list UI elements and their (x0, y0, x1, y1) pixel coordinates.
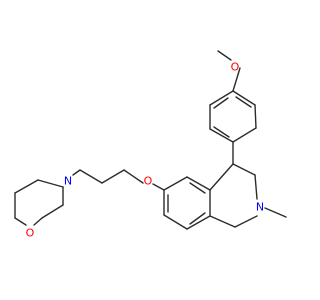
bond-line (232, 67, 241, 92)
bond-line (14, 179, 39, 194)
bond-line (101, 169, 125, 184)
bond-line (152, 183, 165, 191)
bond-line (213, 97, 229, 109)
bond-line (209, 163, 234, 191)
bond-line (235, 96, 252, 108)
bond-line (264, 207, 287, 218)
bond-lines (14, 50, 287, 230)
ring-nitrogen-label: N (256, 201, 264, 214)
chemical-structure-diagram: O O N N O (14, 50, 287, 240)
bond-line (186, 176, 211, 191)
methoxy-oxygen-label: O (231, 61, 240, 74)
bond-line (213, 126, 230, 138)
bond-line (234, 215, 258, 228)
bond-line (209, 128, 234, 143)
bond-line (186, 215, 211, 230)
morpholine-oxygen-label: O (26, 227, 35, 240)
bond-line (14, 217, 27, 226)
bond-line (232, 90, 256, 106)
bond-line (217, 50, 232, 61)
bond-line (254, 104, 257, 129)
bond-line (232, 127, 257, 143)
bond-line (189, 182, 206, 194)
bond-line (254, 174, 258, 200)
ether-oxygen-label: O (144, 175, 153, 188)
morpholine-nitrogen-label: N (64, 175, 72, 188)
bond-line (72, 169, 81, 176)
bond-line (79, 169, 103, 184)
bond-line (209, 215, 236, 228)
bond-line (37, 179, 64, 188)
bond-line (123, 169, 144, 184)
bond-line (189, 212, 206, 225)
bond-line (163, 176, 188, 191)
bond-line (41, 204, 64, 219)
bond-line (209, 90, 234, 106)
bond-line (163, 214, 188, 230)
bond-line (232, 163, 256, 176)
bond-line (33, 217, 43, 226)
